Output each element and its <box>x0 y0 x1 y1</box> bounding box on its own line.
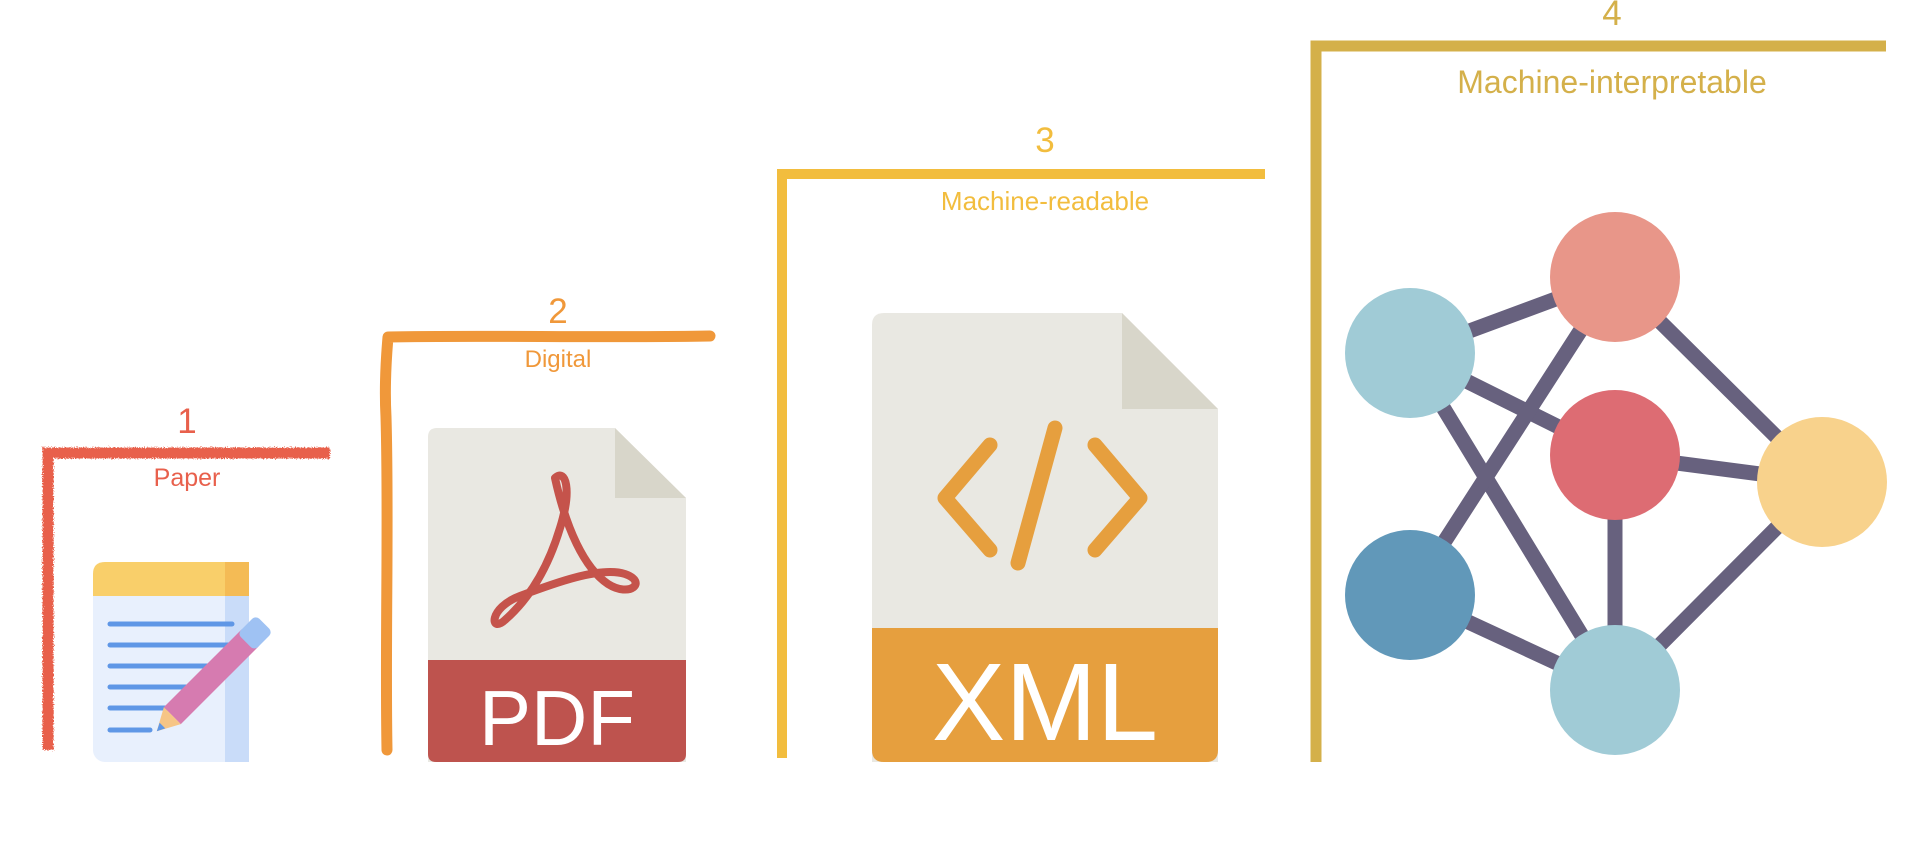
stage-2: 2 Digital PDF <box>379 292 716 762</box>
stage-2-step-outline <box>379 330 716 756</box>
graph-node <box>1345 530 1475 660</box>
stage-4-label: Machine-interpretable <box>1457 64 1767 100</box>
knowledge-graph-icon <box>1345 212 1887 755</box>
stage-1-label: Paper <box>154 464 221 492</box>
graph-node <box>1757 417 1887 547</box>
pdf-file-label: PDF <box>479 674 635 762</box>
stage-1: 1 Paper <box>42 402 330 762</box>
graph-node <box>1550 212 1680 342</box>
xml-file-icon: XML <box>872 313 1218 764</box>
stage-3-number: 3 <box>1035 121 1054 160</box>
stage-1-number: 1 <box>177 402 196 441</box>
notepad-pencil-icon <box>93 562 271 762</box>
stage-2-number: 2 <box>548 292 567 331</box>
xml-file-label: XML <box>932 641 1158 764</box>
graph-node <box>1345 288 1475 418</box>
stage-3-step-outline <box>777 169 1265 758</box>
stage-1-step-outline <box>42 447 330 750</box>
stage-4-number: 4 <box>1602 0 1621 33</box>
graph-node <box>1550 390 1680 520</box>
stage-2-label: Digital <box>525 346 592 373</box>
stage-3: 3 Machine-readable XML <box>777 121 1265 764</box>
stage-4-step-outline <box>1310 40 1886 762</box>
stage-4: 4 Machine-interpretable <box>1310 0 1887 762</box>
pdf-file-icon: PDF <box>428 428 686 762</box>
stage-3-label: Machine-readable <box>941 186 1149 216</box>
graph-node <box>1550 625 1680 755</box>
